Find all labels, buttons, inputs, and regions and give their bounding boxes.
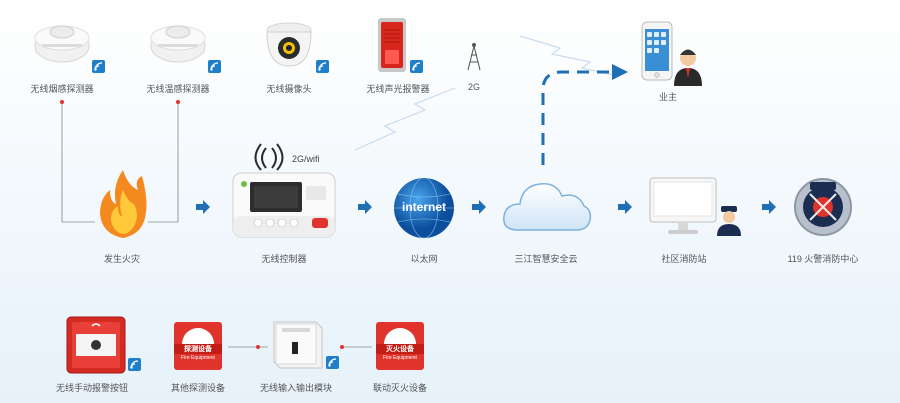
extinguish-equipment-icon: 灭火设备 Fire Equipment — [376, 322, 424, 370]
device-label: 联动灭火设备 — [372, 383, 428, 393]
fire-department-emblem-icon — [790, 174, 856, 245]
wifi-badge-icon — [326, 356, 339, 369]
device-label: 无线摄像头 — [266, 84, 312, 94]
owner-label: 业主 — [658, 92, 678, 102]
device-label: 无线手动报警按钮 — [55, 383, 129, 393]
smartphone-user-icon — [640, 21, 704, 93]
controller-signal-label: 2G/wifi — [292, 154, 320, 164]
officer-icon — [716, 204, 742, 241]
signal-waves-icon — [248, 140, 288, 177]
internet-text: internet — [401, 200, 446, 214]
cloud-icon — [500, 170, 592, 241]
fire-label: 发生火灾 — [103, 254, 141, 264]
wifi-badge-icon — [92, 60, 105, 73]
badge-text-cn: 灭火设备 — [376, 344, 424, 354]
flow-arrow-icon — [762, 200, 776, 219]
badge-text-en: Fire Equipment — [181, 355, 215, 361]
wifi-badge-icon — [316, 60, 329, 73]
device-label: 无线温感探测器 — [146, 84, 210, 94]
antenna-icon — [466, 40, 482, 77]
monitor-icon — [648, 176, 720, 243]
controller-label: 无线控制器 — [261, 254, 307, 264]
wifi-badge-icon — [128, 358, 141, 371]
heat-detector-icon — [148, 18, 208, 75]
center-label: 119 火警消防中心 — [787, 254, 859, 264]
cloud-label: 三江智慧安全云 — [514, 254, 578, 264]
detection-equipment-icon: 探测设备 Fire Equipment — [174, 322, 222, 370]
flow-arrow-icon — [196, 200, 210, 219]
fire-icon — [96, 168, 150, 245]
station-label: 社区消防站 — [661, 254, 707, 264]
io-module-icon — [268, 318, 324, 379]
wireless-controller-icon — [232, 172, 336, 243]
device-label: 无线烟感探测器 — [30, 84, 94, 94]
wifi-badge-icon — [208, 60, 221, 73]
flow-arrow-icon — [618, 200, 632, 219]
manual-alarm-button-icon — [66, 316, 126, 379]
wifi-badge-icon — [410, 60, 423, 73]
device-label: 无线输入输出模块 — [259, 383, 333, 393]
device-label: 其他探测设备 — [170, 383, 226, 393]
camera-icon — [262, 18, 316, 75]
ethernet-label: 以太网 — [410, 254, 438, 264]
badge-text-cn: 探测设备 — [174, 344, 222, 354]
smoke-detector-icon — [32, 18, 92, 75]
internet-globe-icon: internet — [392, 176, 456, 245]
flow-arrow-icon — [358, 200, 372, 219]
siren-icon — [374, 16, 410, 79]
flow-arrow-icon — [472, 200, 486, 219]
antenna-label: 2G — [467, 82, 481, 92]
device-label: 无线声光报警器 — [366, 84, 430, 94]
badge-text-en: Fire Equipment — [383, 355, 417, 361]
